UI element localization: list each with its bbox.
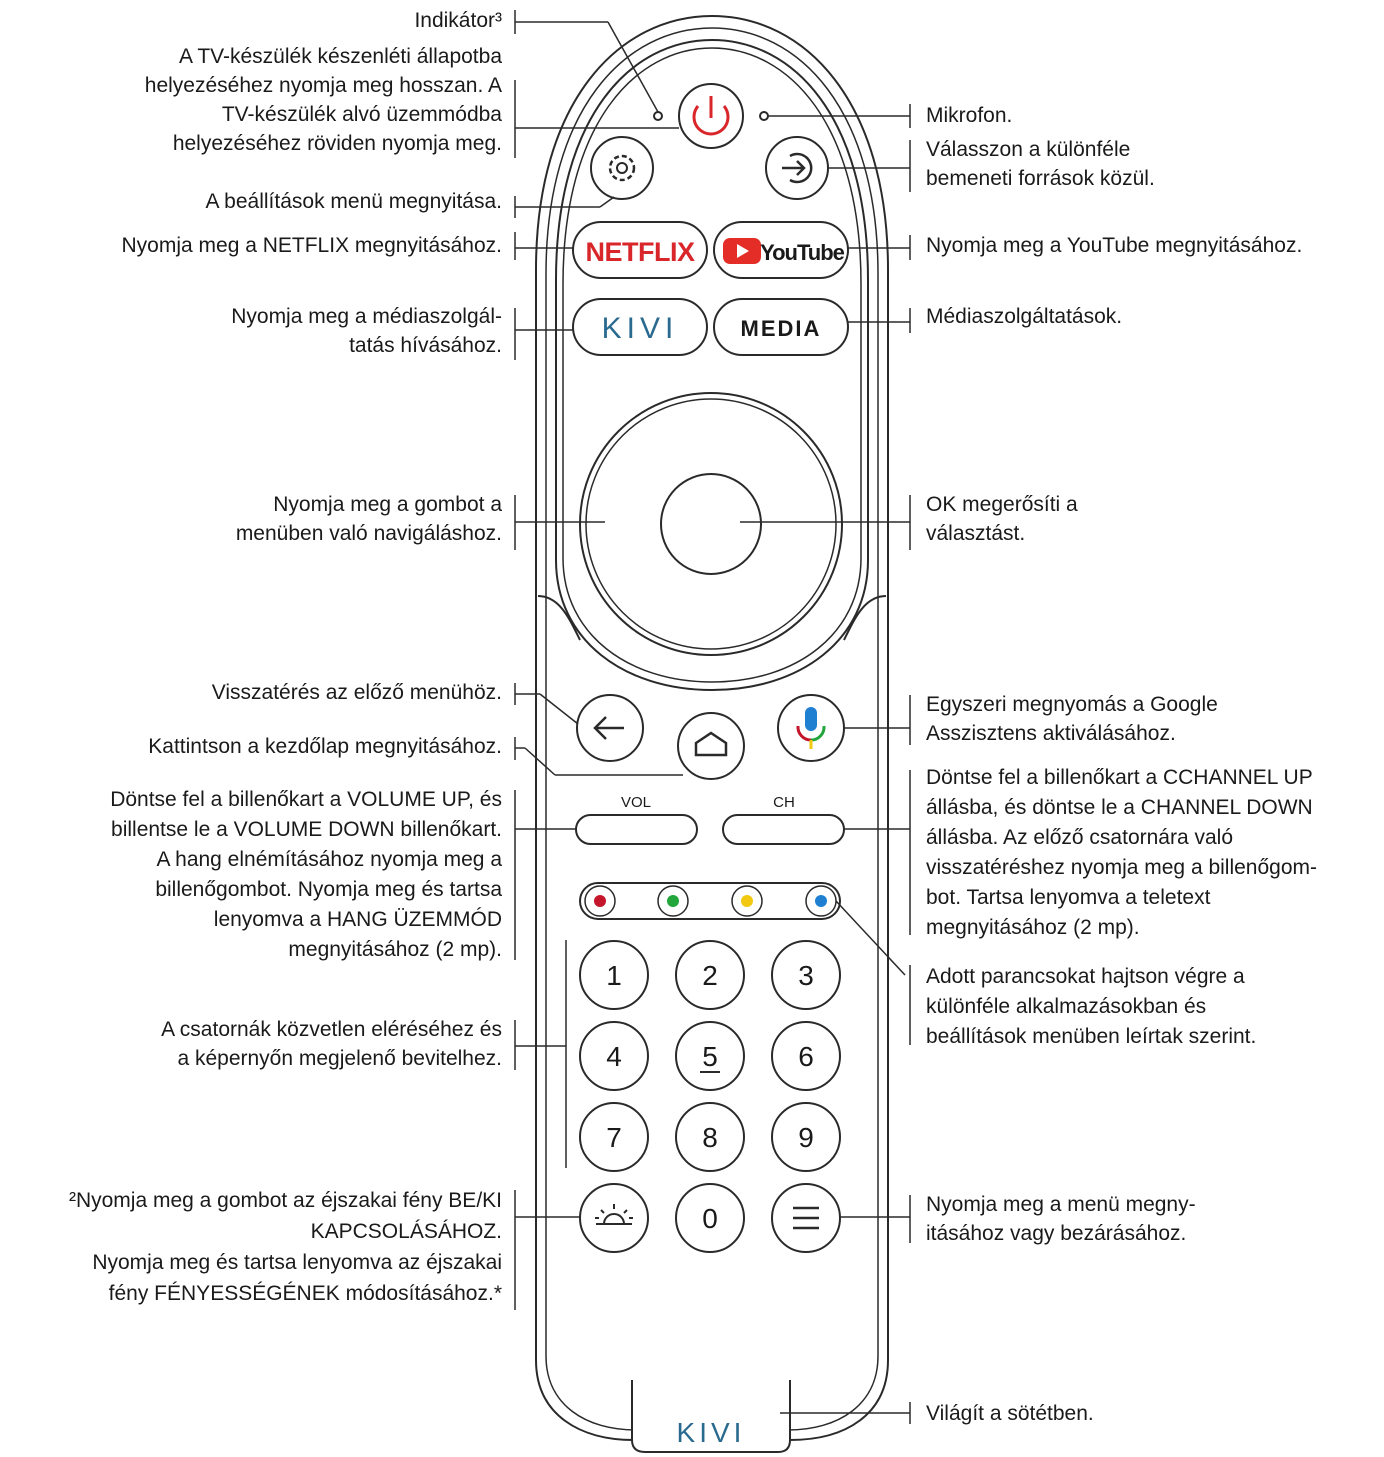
digit-button-3[interactable]: 3 (771, 940, 841, 1010)
settings-button[interactable] (590, 136, 654, 200)
back-button[interactable] (576, 694, 644, 762)
label-menu: Nyomja meg a menü megny-itásához vagy be… (926, 1193, 1196, 1245)
digit-button-6[interactable]: 6 (771, 1021, 841, 1091)
google-assistant-button[interactable] (777, 694, 845, 762)
digit-button-1[interactable]: 1 (579, 940, 649, 1010)
digit-button-4[interactable]: 4 (579, 1021, 649, 1091)
label-settings: A beállítások menü megnyitása. (205, 190, 502, 213)
mic-dot (759, 111, 769, 121)
input-button[interactable] (765, 136, 829, 200)
digit-label: 9 (798, 1122, 814, 1153)
label-back: Visszatérés az előző menühöz. (211, 681, 502, 704)
digit-button-2[interactable]: 2 (675, 940, 745, 1010)
sunrise-icon (595, 1204, 633, 1225)
nav-ring-inner (585, 398, 837, 650)
color-buttons-bar (579, 882, 841, 920)
power-button[interactable] (678, 83, 744, 149)
vol-label: VOL (621, 794, 651, 811)
home-button[interactable] (677, 712, 745, 780)
input-icon (789, 152, 813, 184)
label-indicator: Indikátor³ (414, 9, 502, 32)
night-light-button[interactable] (579, 1183, 649, 1253)
netflix-button[interactable]: NETFLIX (572, 221, 708, 279)
media-button[interactable]: MEDIA (713, 298, 849, 356)
label-volume: Döntse fel a billenőkart a VOLUME UP, és… (110, 788, 502, 961)
digit-label: 2 (702, 960, 718, 991)
youtube-button[interactable]: YouTube (713, 221, 849, 279)
ch-label: CH (773, 794, 795, 811)
volume-rocker[interactable] (575, 814, 698, 845)
channel-rocker[interactable] (722, 814, 845, 845)
label-night-light: ²Nyomja meg a gombot az éjszakai fény BE… (68, 1189, 502, 1305)
digit-button-0[interactable]: 0 (675, 1183, 745, 1253)
svg-text:KIVI: KIVI (602, 312, 679, 345)
digit-label: 6 (798, 1041, 814, 1072)
color-button-green[interactable] (657, 885, 689, 917)
number-pad: 1 2 3 4 5 6 7 8 9 0 (579, 940, 841, 1253)
remote-body-inner-outline (545, 27, 879, 1431)
gear-icon (608, 154, 636, 182)
digit-button-8[interactable]: 8 (675, 1102, 745, 1172)
digit-label: 7 (606, 1122, 622, 1153)
glow-tab (631, 1380, 791, 1453)
upper-panel-outline (555, 38, 869, 692)
nav-ring (579, 392, 843, 656)
label-youtube: Nyomja meg a YouTube megnyitásához. (926, 234, 1303, 257)
color-button-yellow[interactable] (731, 885, 763, 917)
separator-curve (537, 595, 887, 641)
label-netflix: Nyomja meg a NETFLIX megnyitásához. (121, 234, 502, 257)
label-home: Kattintson a kezdőlap megnyitásához. (148, 735, 502, 758)
home-icon (694, 731, 728, 757)
digit-label: 0 (702, 1203, 718, 1234)
indicator-dot (653, 111, 663, 121)
digit-label: 4 (606, 1041, 622, 1072)
microphone-icon (805, 707, 817, 731)
digit-label: 5 (702, 1041, 718, 1072)
label-kivi: Nyomja meg a médiaszolgál-tatás hívásáho… (231, 305, 502, 357)
leader-lines (514, 10, 911, 1424)
svg-text:YouTube: YouTube (760, 240, 845, 265)
svg-text:MEDIA: MEDIA (741, 316, 822, 341)
digit-button-7[interactable]: 7 (579, 1102, 649, 1172)
svg-text:NETFLIX: NETFLIX (586, 237, 695, 267)
menu-icon (793, 1206, 819, 1230)
label-media: Médiaszolgáltatások. (926, 305, 1123, 328)
label-glow: Világít a sötétben. (926, 1402, 1094, 1425)
label-mic: Mikrofon. (926, 104, 1013, 127)
digit-label: 3 (798, 960, 814, 991)
digit-label: 8 (702, 1122, 718, 1153)
digit-button-9[interactable]: 9 (771, 1102, 841, 1172)
arrow-left-icon (593, 716, 624, 740)
kivi-button[interactable]: KIVI (572, 298, 708, 356)
ok-button (660, 473, 762, 575)
bottom-logo: KIVI (677, 1417, 746, 1448)
digit-button-5[interactable]: 5 (675, 1021, 745, 1091)
color-button-red[interactable] (584, 885, 616, 917)
menu-button[interactable] (771, 1183, 841, 1253)
digit-label: 1 (606, 960, 622, 991)
color-button-blue[interactable] (805, 885, 837, 917)
